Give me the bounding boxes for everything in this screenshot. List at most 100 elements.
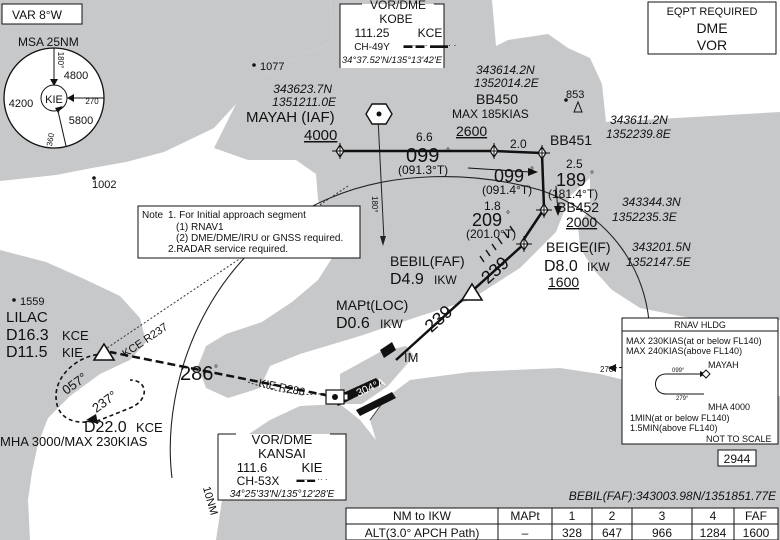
kansai-name: KANSAI	[258, 446, 306, 461]
bb452-lon: 1352235.3E	[612, 210, 678, 224]
r180: 180°	[370, 196, 379, 213]
kansai-channel: CH-53X	[237, 474, 280, 488]
note-l1: 1. For Initial approach segment	[168, 210, 306, 221]
kobe-ident: KCE	[418, 26, 443, 40]
table-h1: MAPt	[510, 509, 540, 523]
spot-853: 853	[566, 89, 584, 101]
bb451-lat: 343611.2N	[610, 113, 668, 127]
table-r0: ALT(3.0° APCH Path)	[365, 526, 480, 540]
mapt-name: MAPt(LOC)	[336, 297, 408, 313]
hold-d22: D22.0	[84, 419, 127, 436]
vor-kansai-symbol	[325, 389, 345, 405]
crs-189-deg: °	[590, 170, 594, 181]
bb450-flow-line	[467, 167, 531, 173]
land-east	[578, 112, 780, 326]
runway-2	[356, 392, 396, 416]
bb450-lat: 343614.2N	[476, 63, 535, 77]
bb450-flow-arrow	[528, 168, 538, 176]
crs-099a-deg: °	[446, 147, 450, 158]
fix-mayah	[332, 143, 348, 159]
fix-bb451	[534, 145, 550, 161]
kobe-title: VOR/DME	[370, 0, 426, 12]
fix-lilac-triangle	[92, 342, 116, 361]
loc-hatching	[479, 225, 515, 263]
msa-radial-2: 270	[85, 97, 99, 106]
bb450-name: BB450	[476, 91, 518, 107]
hold-237: 237°	[89, 388, 120, 416]
table-h2: 1	[569, 509, 576, 523]
elev-box	[717, 449, 757, 467]
msa-title: MSA 25NM	[18, 35, 79, 49]
rnav-t2: 1.5MIN(above FL140)	[630, 423, 718, 433]
rnav-in: 099°	[672, 368, 685, 374]
crs-286-deg: °	[214, 364, 218, 375]
leg-bb451-bb452	[540, 153, 546, 209]
fix-bb450	[486, 143, 502, 159]
dist-66: 6.6	[416, 130, 433, 144]
crs-286: 286	[180, 363, 213, 385]
table-r1: –	[522, 526, 529, 540]
msa-sector-3: 5800	[69, 115, 93, 127]
lilac-id2: KIE	[62, 345, 83, 360]
rnav-box	[621, 317, 779, 445]
kobe-coord: 34°37.52'N/135°13'42'E	[342, 55, 443, 66]
bb452-lat: 343344.3N	[622, 195, 681, 209]
alt-table	[345, 507, 779, 540]
mayah-name: MAYAH (IAF)	[246, 109, 335, 126]
table-r4: 966	[652, 526, 672, 540]
dist-18: 1.8	[484, 199, 501, 213]
crs-209-deg: °	[506, 210, 510, 221]
bebil-ident: IKW	[434, 273, 457, 287]
table-h4: 3	[659, 509, 666, 523]
true-2010: (201.0°T)	[466, 227, 516, 241]
table-r6: 1600	[743, 526, 770, 540]
kansai-coord: 34°25'33'N/135°12'28'E	[230, 489, 335, 500]
eqpt-line1: DME	[696, 20, 727, 36]
table-h6: FAF	[745, 509, 767, 523]
dist-20: 2.0	[510, 137, 527, 151]
rnav-hold-oval	[655, 373, 704, 395]
table-h5: 4	[710, 509, 717, 523]
eqpt-line2: VOR	[697, 37, 727, 53]
kie-r286-line	[247, 381, 333, 395]
eqpt-box	[647, 1, 777, 55]
mayah-lon: 1351211.0E	[272, 95, 337, 109]
var-text: VAR 8°W	[12, 8, 63, 22]
dist-25: 2.5	[566, 157, 583, 171]
crs-209: 209	[472, 210, 502, 230]
bb452-alt: 2000	[566, 214, 597, 230]
mayah-alt: 4000	[304, 127, 337, 144]
crs-189: 189	[556, 170, 586, 190]
lilac-name: LILAC	[6, 309, 48, 326]
obstacles	[12, 63, 568, 302]
mapt-ident: IKW	[380, 317, 403, 331]
hold-d22-id: KCE	[136, 420, 163, 435]
rnav-title: RNAV HLDG	[674, 320, 726, 330]
msa-radial-1: 180°	[56, 52, 65, 69]
out-270-arrow	[608, 364, 616, 372]
beige-alt: 1600	[548, 274, 579, 290]
im-label: IM	[404, 350, 418, 365]
r180-arrow	[380, 236, 386, 246]
crs-099b-deg: °	[530, 166, 534, 177]
hold-mha: MHA 3000/MAX 230KIAS	[0, 434, 148, 449]
true-1814: (181.4°T)	[548, 187, 598, 201]
note-head: Note	[142, 210, 164, 221]
beige-lat: 343201.5N	[632, 240, 691, 254]
beige-name: BEIGE(IF)	[546, 239, 611, 255]
kie-r286: KIE R286	[257, 377, 306, 399]
fix-bebil-triangle	[460, 282, 484, 301]
rnav-fix-symbol	[701, 369, 711, 379]
mapt-dme: D0.6	[336, 315, 370, 332]
note-l2: (1) RNAV1	[176, 222, 224, 233]
bebil-name: BEBIL(FAF)	[390, 253, 465, 269]
bb451-lon: 1352239.8E	[606, 127, 672, 141]
spot-1077: 1077	[260, 61, 284, 73]
land-south	[0, 250, 146, 540]
var-box	[1, 3, 83, 25]
kobe-name: KOBE	[379, 12, 412, 26]
kansai-ident: KIE	[302, 460, 323, 475]
rnav-nts: NOT TO SCALE	[706, 434, 772, 444]
